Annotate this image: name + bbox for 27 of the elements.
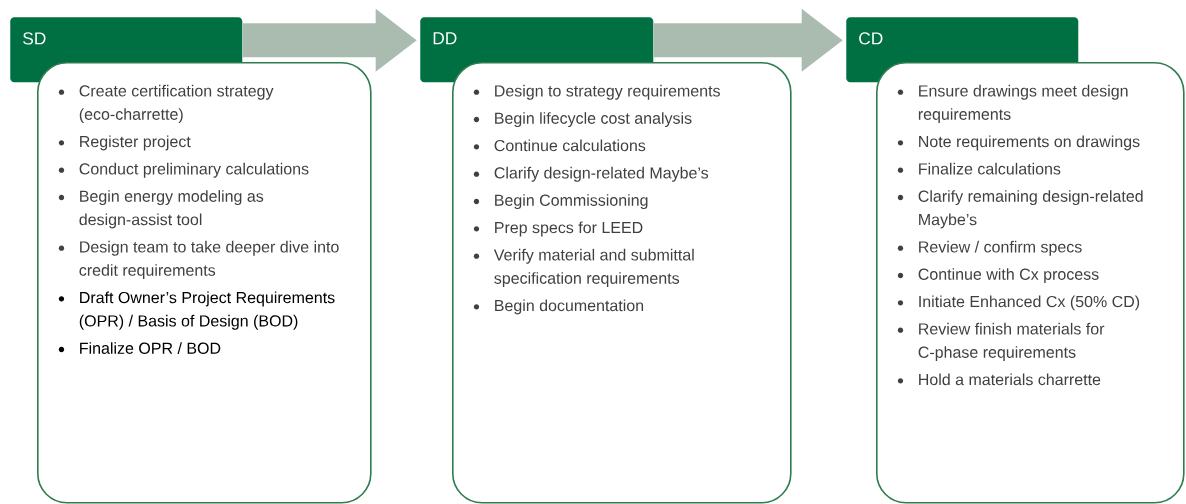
bullet-item: Finalize calculations [897, 162, 1061, 175]
bullet-item: Verify material and submittal specification requirements [473, 248, 694, 288]
bullet-item: Clarify design-related Maybe’s [473, 166, 709, 182]
bullet-item: Finalize OPR / BOD [58, 342, 221, 354]
bullet-item: Begin Commissioning [473, 194, 648, 210]
bullet-item: Continue with Cx process [897, 268, 1099, 284]
bullet-item: Note requirements on drawings [897, 135, 1140, 151]
bullet-item: Ensure drawings meet design requirements [897, 84, 1128, 124]
bullet-item: Begin energy modeling as design-assist tool [58, 190, 264, 229]
bullet-item: Clarify remaining design-related Maybe’s [897, 190, 1143, 229]
task-card [876, 62, 1185, 504]
bullet-item: Conduct preliminary calculations [58, 162, 309, 178]
bullet-item: Review / confirm specs [897, 240, 1082, 256]
bullet-item: Begin lifecycle cost analysis [473, 112, 692, 128]
bullet-item: Create certification strategy (eco-charrette) [58, 84, 274, 124]
bullet-item: Draft Owner’s Project Requirements (OPR) / Basis of Design (BOD) [58, 291, 335, 330]
bullet-item: Design to strategy requirements [473, 84, 720, 100]
bullet-item: Hold a materials charrette [897, 373, 1101, 386]
bullet-item: Design team to take deeper dive into credit requirements [58, 240, 339, 280]
bullet-item: Review finish materials for C-phase requirements [897, 322, 1105, 362]
bullet-item: Register project [58, 135, 191, 151]
bullet-item: Continue calculations [473, 139, 646, 152]
bullet-item: Prep specs for LEED [473, 221, 643, 237]
task-card [452, 62, 792, 504]
bullet-item: Begin documentation [473, 299, 644, 315]
bullet-item: Initiate Enhanced Cx (50% CD) [897, 295, 1140, 311]
task-card [37, 62, 372, 504]
